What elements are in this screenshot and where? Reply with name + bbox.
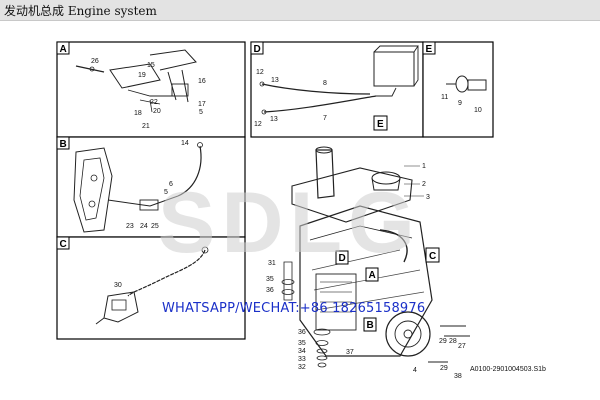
panel-a-letter: A [60,44,67,55]
callout-label: 24 [140,223,148,230]
panel-b-letter: B [60,139,67,150]
title-bar: 发动机总成 Engine system [0,0,600,21]
callout-label: 23 [126,223,134,230]
callout-label: 19 [138,72,146,79]
drawing-code: A0100-2901004503.S1b [470,366,546,373]
callout-label: 35 [298,340,306,347]
panel-e-letter: E [426,44,433,55]
panel-a: A 26 19 15 16 22 17 18 21 20 5 [56,41,246,138]
callout-label: 14 [181,140,189,147]
callout-label: 16 [198,78,206,85]
panel-d-callout-e: E [377,119,384,130]
callout-label: 4 [413,367,417,374]
callout-label: 36 [298,329,306,336]
callout-label: 33 [298,356,306,363]
callout-label: 20 [153,108,161,115]
callout-label: 2 [422,181,426,188]
callout-label: 18 [134,110,142,117]
callout-label: 12 [254,121,262,128]
callout-label: 30 [114,282,122,289]
callout-label: 9 [458,100,462,107]
callout-label: 28 [449,338,457,345]
callout-label: 27 [458,343,466,350]
callout-label: 32 [298,364,306,371]
callout-label: 11 [441,94,448,101]
callout-label: 10 [474,107,482,114]
callout-label: 36 [266,287,274,294]
panel-d-letter: D [254,44,261,55]
callout-label: 22 [150,99,158,106]
panel-e: E 11 9 10 [422,41,494,138]
callout-label: 17 [198,101,206,108]
callout-label: 29 [440,365,448,372]
callout-label: 29 [439,338,447,345]
callout-label: 26 [91,58,99,65]
engine-assembly: 1 2 3 31 35 36 4 29 28 27 36 35 34 33 32… [266,146,470,380]
callout-label: 6 [169,181,173,188]
watermark-text: SDLG [158,175,421,271]
callout-label: 34 [298,348,306,355]
callout-label: 15 [147,62,155,69]
page-title: 发动机总成 Engine system [4,4,157,18]
callout-label: 21 [142,123,150,130]
callout-label: 38 [454,373,462,380]
callout-label: 3 [426,194,430,201]
callout-label: 37 [346,349,354,356]
panel-d: D 12 13 8 7 12 13 E [250,41,424,138]
callout-label: 25 [151,223,159,230]
callout-label: 13 [270,116,278,123]
callout-label: 13 [271,77,279,84]
callout-label: 1 [422,163,426,170]
panel-c: C 30 [56,236,246,340]
contact-overlay-text: WHATSAPP/WECHAT:+86 18265158976 [162,301,426,316]
callout-label: 7 [323,115,327,122]
callout-label: 31 [268,260,276,267]
callout-label: 5 [199,109,203,116]
engine-callout-c: C [429,251,436,262]
callout-label: 8 [323,80,327,87]
callout-label: 35 [266,276,274,283]
engine-callout-b: B [367,320,374,331]
callout-label: 12 [256,69,264,76]
engine-callout-a: A [369,270,376,281]
engine-callout-d: D [339,253,346,264]
callout-label: 5 [164,189,168,196]
panel-c-letter: C [60,239,67,250]
